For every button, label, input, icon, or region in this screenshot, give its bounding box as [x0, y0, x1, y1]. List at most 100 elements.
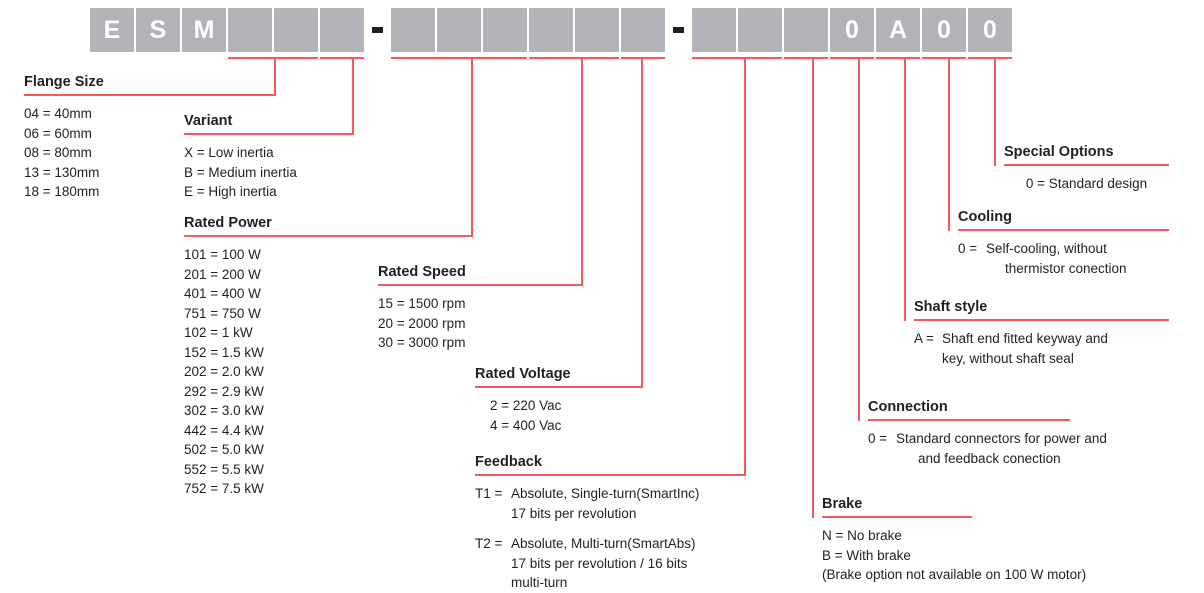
text-line: Absolute, Single-turn(SmartInc) — [511, 486, 700, 501]
leader-feedback-horizontal — [692, 57, 782, 59]
leader-rated-speed-vertical — [581, 57, 583, 286]
rated-power-rows: 101 = 100 W 201 = 200 W 401 = 400 W 751 … — [184, 245, 473, 499]
flange-size-rule — [24, 94, 276, 96]
code-box-12 — [621, 8, 665, 52]
connection-key: 0 = — [868, 431, 888, 446]
code-separator-dash-2 — [673, 27, 684, 33]
text-line: Standard connectors for power and — [896, 431, 1107, 446]
code-box-15 — [784, 8, 828, 52]
shaft-style-rule — [914, 319, 1169, 321]
code-box-4 — [228, 8, 272, 52]
code-box-9 — [483, 8, 527, 52]
list-item: 751 = 750 W — [184, 305, 261, 321]
leader-feedback-vertical — [744, 57, 746, 476]
leader-flange-size-vertical — [274, 57, 276, 96]
shaft-style-key: A = — [914, 331, 934, 346]
feedback-rule — [475, 474, 746, 476]
code-box-10 — [529, 8, 573, 52]
rated-power-rule — [184, 235, 473, 237]
code-box-5 — [274, 8, 318, 52]
code-box-14 — [738, 8, 782, 52]
code-box-17: A — [876, 8, 920, 52]
brake-rows: N = No brake B = With brake (Brake optio… — [822, 526, 1168, 585]
code-box-8 — [437, 8, 481, 52]
list-item: 0 = Self-cooling, without thermistor con… — [958, 239, 1169, 278]
leader-rated-voltage-vertical — [641, 57, 643, 388]
special-options-rows: 0 = Standard design — [1004, 174, 1169, 194]
cooling-value: Self-cooling, without thermistor conecti… — [986, 239, 1169, 278]
leader-shaft-style-horizontal — [876, 57, 920, 59]
feedback-rows: T1 = Absolute, Single-turn(SmartInc) 17 … — [475, 484, 746, 593]
cooling-rows: 0 = Self-cooling, without thermistor con… — [958, 239, 1169, 278]
brake-heading: Brake — [822, 496, 863, 512]
list-item: 502 = 5.0 kW — [184, 442, 264, 457]
section-rated-speed: Rated Speed 15 = 1500 rpm 20 = 2000 rpm … — [378, 264, 583, 353]
section-rated-power: Rated Power 101 = 100 W 201 = 200 W 401 … — [184, 215, 473, 499]
connection-value: Standard connectors for power and and fe… — [896, 429, 1174, 468]
brake-rule — [822, 516, 972, 518]
list-item: 442 = 4.4 kW — [184, 422, 264, 438]
code-box-7 — [391, 8, 435, 52]
list-item: 06 = 60mm — [24, 125, 92, 141]
list-item: 0 = Standard connectors for power and an… — [868, 429, 1174, 468]
feedback-key-t1: T1 = — [475, 486, 503, 501]
section-special-options: Special Options 0 = Standard design — [1004, 144, 1169, 194]
connection-rule — [868, 419, 1070, 421]
variant-rows: X = Low inertia B = Medium inertia E = H… — [184, 143, 354, 202]
leader-connection-vertical — [858, 57, 860, 421]
list-item: 302 = 3.0 kW — [184, 403, 264, 418]
special-options-entry: 0 = Standard design — [1026, 176, 1147, 191]
leader-brake-vertical — [812, 57, 814, 518]
code-box-2: S — [136, 8, 180, 52]
list-item: T2 = Absolute, Multi-turn(SmartAbs) 17 b… — [475, 534, 746, 593]
variant-heading: Variant — [184, 113, 233, 129]
shaft-style-heading: Shaft style — [914, 299, 988, 315]
feedback-value-t1: Absolute, Single-turn(SmartInc) 17 bits … — [511, 484, 746, 523]
rated-speed-heading: Rated Speed — [378, 264, 466, 280]
code-box-6 — [320, 8, 364, 52]
leader-special-options-horizontal — [968, 57, 1012, 59]
list-item: 292 = 2.9 kW — [184, 383, 264, 399]
leader-rated-speed-horizontal — [529, 57, 619, 59]
list-item: 201 = 200 W — [184, 266, 261, 282]
special-options-value: Standard design — [1048, 176, 1148, 191]
special-options-key: 0 = — [1025, 176, 1046, 191]
feedback-key-t2: T2 = — [475, 536, 503, 551]
list-item: 101 = 100 W — [184, 247, 261, 262]
special-options-rule — [1004, 164, 1169, 166]
rated-speed-rule — [378, 284, 583, 286]
code-box-1: E — [90, 8, 134, 52]
list-item: 401 = 400 W — [184, 286, 261, 301]
text-line: Self-cooling, without — [986, 241, 1107, 256]
leader-rated-voltage-horizontal — [621, 57, 665, 59]
leader-cooling-horizontal — [922, 57, 966, 59]
leader-variant-horizontal — [320, 57, 364, 59]
section-cooling: Cooling 0 = Self-cooling, without thermi… — [958, 209, 1169, 278]
list-item: B = Medium inertia — [184, 164, 297, 180]
section-flange-size: Flange Size 04 = 40mm 06 = 60mm 08 = 80m… — [24, 74, 276, 202]
text-line: thermistor conection — [1005, 260, 1127, 276]
code-box-18: 0 — [922, 8, 966, 52]
list-item: 0 = Standard design — [1004, 174, 1169, 194]
leader-cooling-vertical — [948, 57, 950, 231]
text-line: 17 bits per revolution — [511, 505, 637, 521]
list-item: B = With brake — [822, 547, 911, 563]
list-item: 04 = 40mm — [24, 106, 92, 121]
text-line: 17 bits per revolution / 16 bits — [511, 555, 688, 571]
list-item: 30 = 3000 rpm — [378, 335, 466, 350]
list-item: A = Shaft end fitted keyway and key, wit… — [914, 329, 1169, 368]
list-item: 752 = 7.5 kW — [184, 481, 264, 496]
code-box-16: 0 — [830, 8, 874, 52]
rated-power-heading: Rated Power — [184, 215, 272, 231]
flange-size-rows: 04 = 40mm 06 = 60mm 08 = 80mm 13 = 130mm… — [24, 104, 276, 202]
list-item: 2 = 220 Vac — [490, 398, 562, 413]
list-item: 102 = 1 kW — [184, 325, 253, 340]
list-item: X = Low inertia — [184, 145, 274, 160]
list-item: 552 = 5.5 kW — [184, 461, 264, 477]
rated-voltage-rows: 2 = 220 Vac 4 = 400 Vac — [475, 396, 643, 435]
text-line: multi-turn — [511, 575, 568, 590]
code-box-11 — [575, 8, 619, 52]
list-item: 15 = 1500 rpm — [378, 296, 466, 311]
special-options-heading: Special Options — [1004, 144, 1114, 160]
section-shaft-style: Shaft style A = Shaft end fitted keyway … — [914, 299, 1169, 368]
